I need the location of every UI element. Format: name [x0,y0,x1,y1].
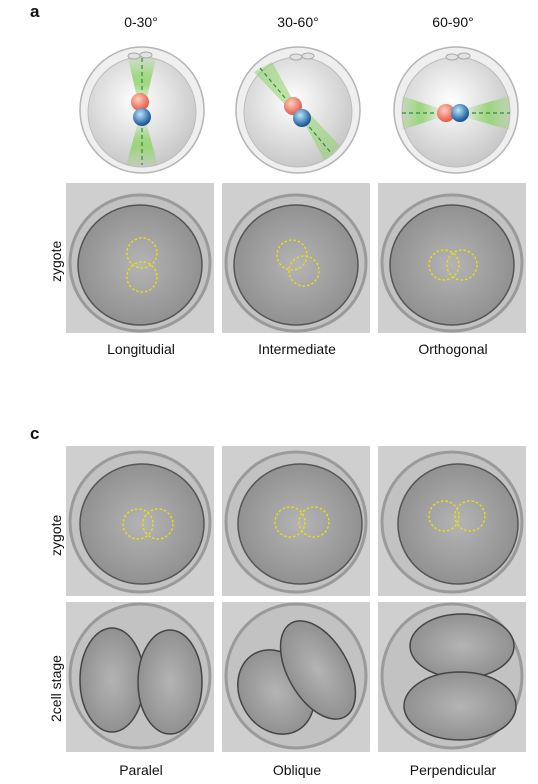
caption-paralel: Paralel [119,762,163,778]
pronucleus-outline [126,261,158,293]
pronucleus-outline [428,500,460,532]
schematic-orthogonal [393,46,519,174]
pronucleus-outline [122,508,154,540]
blastomere [79,627,145,733]
caption-oblique: Oblique [272,762,322,778]
polar-body [289,53,303,61]
micrograph-zygote-orthogonal [378,183,526,333]
angle-label-60-90: 60-90° [432,14,474,30]
micrograph-zygote-paralel [66,446,214,596]
caption-perpendicular: Perpendicular [409,762,497,778]
pronucleus-outline [126,237,158,269]
pronucleus-outline [276,239,308,271]
micrograph-zygote-longitudinal [66,183,214,333]
panel-letter-a: a [30,2,40,21]
blastomere [279,620,357,720]
panel-letter-c: c [30,424,40,443]
pronucleus-blue [133,108,151,126]
micrograph-zygote-intermediate [222,183,370,333]
pronucleus-outline [298,506,330,538]
pronucleus-outline [428,249,460,281]
angle-label-30-60: 30-60° [277,14,319,30]
micrograph-2cell-perpendicular [378,602,526,752]
polar-body [301,52,315,60]
pronucleus-blue [293,109,311,127]
pronucleus-outline [288,255,320,287]
pronucleus-outline [454,500,486,532]
schematic-longitudinal [79,46,205,174]
pronucleus-blue [451,104,469,122]
pronucleus-outline [274,506,306,538]
caption-orthogonal: Orthogonal [418,341,488,357]
polar-body [457,52,471,60]
polar-body [445,53,459,61]
polar-body [139,51,153,59]
micrograph-2cell-oblique [222,602,370,752]
blastomere [409,613,515,679]
pronucleus-outline [142,508,174,540]
blastomere [403,671,517,741]
pronucleus-red [131,93,149,111]
spindle-lower [302,112,340,160]
micrograph-zygote-oblique [222,446,370,596]
micrograph-zygote-perpendicular [378,446,526,596]
micrograph-2cell-paralel [66,602,214,752]
schematic-intermediate [235,46,361,174]
caption-intermediate: Intermediate [258,341,336,357]
row-label-zygote: zygote [48,240,64,282]
pronucleus-outline [446,249,478,281]
caption-longitudial: Longitudial [107,341,175,357]
angle-label-0-30: 0-30° [124,14,158,30]
row-label-zygote: zygote [48,514,64,556]
row-label-2cell-stage: 2cell stage [48,655,64,722]
pronucleus-red [437,104,455,122]
blastomere [137,629,203,735]
